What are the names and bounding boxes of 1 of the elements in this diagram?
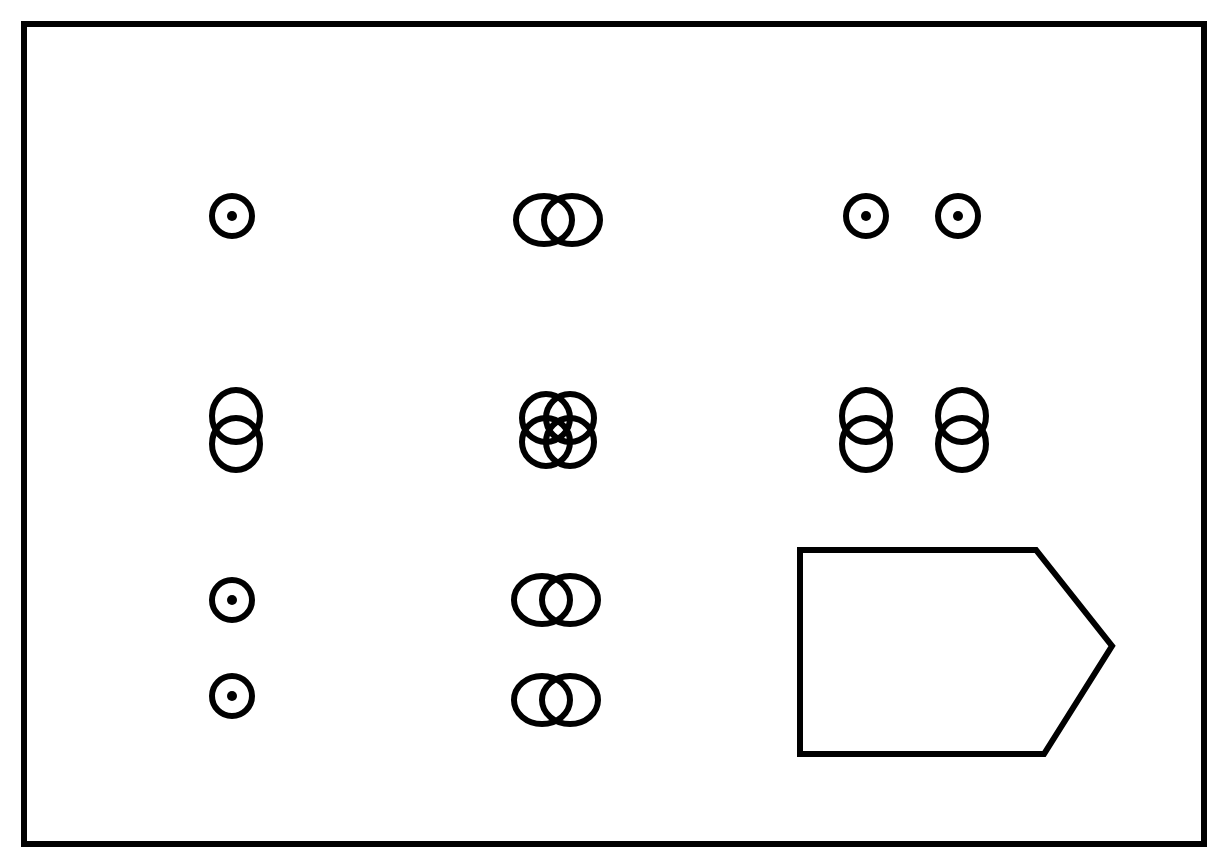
pentagon-shape: [797, 547, 1116, 757]
